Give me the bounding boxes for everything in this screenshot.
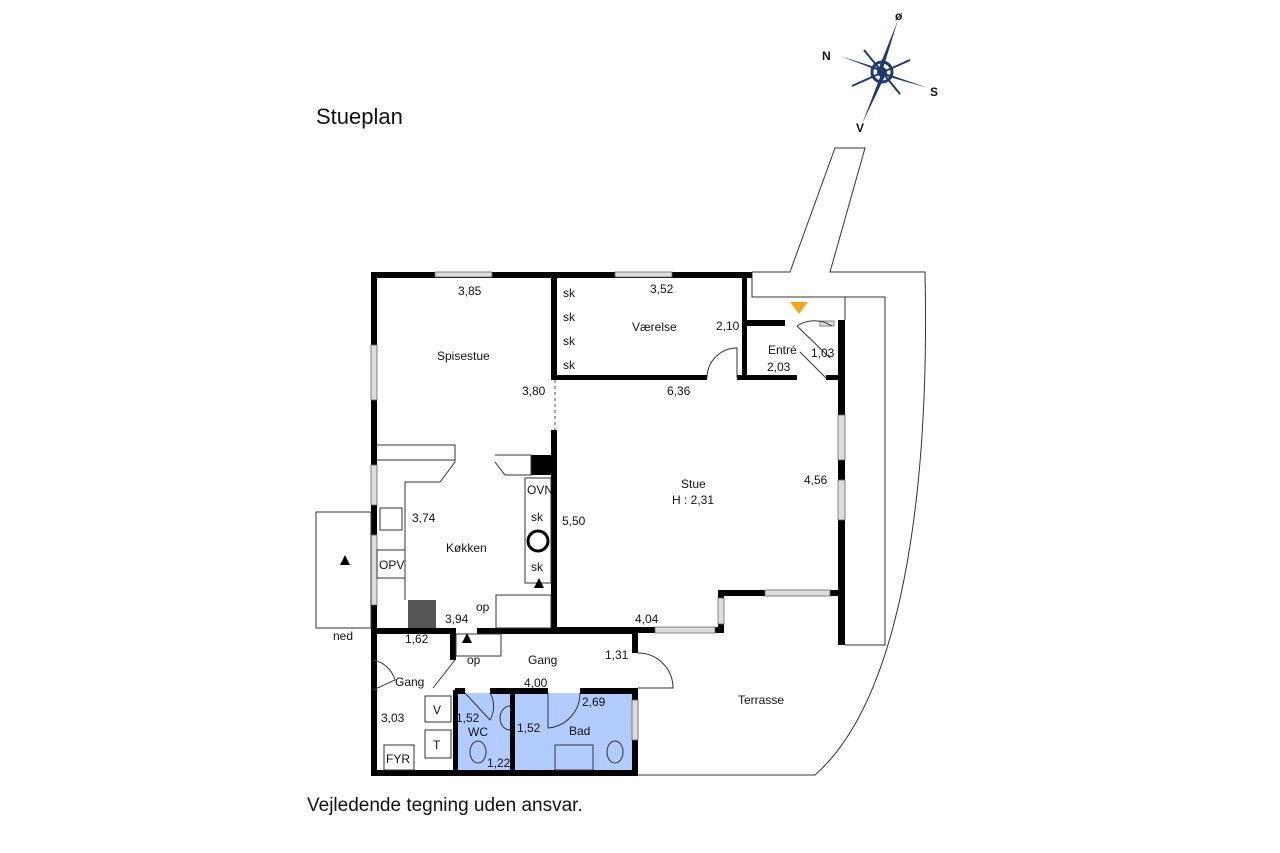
- dimension: 3,74: [412, 511, 436, 525]
- room-name: Værelse: [632, 320, 677, 334]
- room-name: Terrasse: [738, 693, 784, 707]
- svg-text:V: V: [433, 703, 441, 717]
- dimension: 2,03: [767, 360, 791, 374]
- plan-title: Stueplan: [316, 104, 403, 129]
- svg-text:sk: sk: [563, 286, 576, 300]
- svg-text:OPV: OPV: [379, 558, 404, 572]
- room-labels: Spisestue 3,85 3,80 Værelse 3,52 2,10 En…: [381, 282, 835, 770]
- disclaimer: Vejledende tegning uden ansvar.: [307, 795, 583, 816]
- dimension: 3,85: [458, 284, 482, 298]
- dimension: 4,04: [635, 612, 659, 626]
- svg-text:OVN: OVN: [527, 483, 553, 497]
- room-name: Køkken: [446, 541, 487, 555]
- dimension: 2,69: [582, 695, 606, 709]
- room-name: Entré: [768, 343, 797, 357]
- room-name: WC: [468, 725, 488, 739]
- svg-text:sk: sk: [531, 510, 544, 524]
- fixture-labels: sk sk sk sk OVN sk sk OPV V T FYR op op …: [333, 286, 576, 766]
- svg-text:op: op: [467, 653, 481, 667]
- room-name: Gang: [395, 675, 424, 689]
- arrow-up-icon: [340, 555, 350, 565]
- room-name: Bad: [569, 724, 590, 738]
- wc-floor: [458, 693, 510, 770]
- svg-text:sk: sk: [563, 334, 576, 348]
- svg-text:op: op: [476, 600, 490, 614]
- dimension: 5,50: [562, 514, 586, 528]
- compass-v: V: [856, 121, 864, 135]
- compass-s: S: [930, 85, 938, 99]
- arrow-up-icon: [462, 633, 472, 643]
- compass-rose-icon: N ø S V: [822, 9, 938, 135]
- dimension: 3,94: [445, 612, 469, 626]
- svg-text:T: T: [433, 738, 441, 752]
- fixtures: [315, 302, 808, 771]
- dimension: 4,56: [804, 473, 828, 487]
- room-name: Gang: [528, 653, 557, 667]
- door-swings: [372, 320, 833, 729]
- svg-text:sk: sk: [531, 560, 544, 574]
- dimension: 1,52: [517, 721, 541, 735]
- dimension: 4,00: [524, 676, 548, 690]
- compass-o: ø: [895, 9, 903, 23]
- room-name: Spisestue: [437, 349, 490, 363]
- svg-text:ned: ned: [333, 629, 353, 643]
- dimension: 3,03: [381, 711, 405, 725]
- dimension: 1,62: [405, 632, 429, 646]
- svg-text:sk: sk: [563, 310, 576, 324]
- bad-floor: [515, 693, 632, 770]
- compass-n: N: [822, 49, 831, 63]
- dimension: 2,10: [716, 319, 740, 333]
- svg-text:FYR: FYR: [386, 752, 410, 766]
- terrace-outline: [638, 147, 927, 776]
- dimension: 3,52: [650, 282, 674, 296]
- entrance-marker-icon: [790, 302, 808, 314]
- dimension: 1,31: [605, 648, 629, 662]
- svg-text:sk: sk: [563, 358, 576, 372]
- dimension: 1,22: [487, 756, 511, 770]
- arrow-up-icon: [534, 578, 544, 588]
- room-name: Stue: [681, 477, 706, 491]
- dimension: 6,36: [667, 384, 691, 398]
- dimension: 3,80: [522, 384, 546, 398]
- walls: [370, 271, 846, 776]
- dimension: 1,52: [456, 711, 480, 725]
- dimension: 1,03: [811, 346, 835, 360]
- room-height: H : 2,31: [672, 493, 714, 507]
